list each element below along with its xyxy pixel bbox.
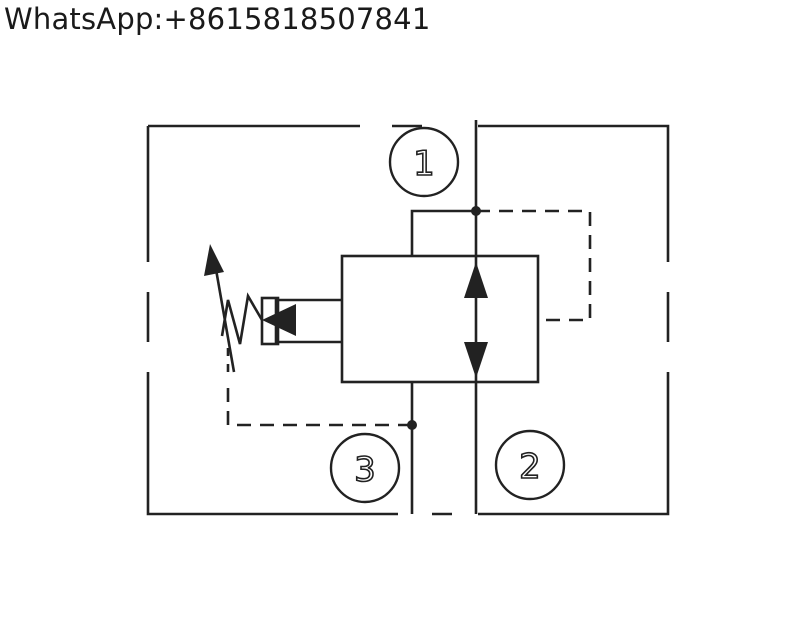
whatsapp-contact-text: WhatsApp:+8615818507841 <box>4 2 431 36</box>
junction-dot-bottom <box>407 420 417 430</box>
pilot-dashed-right <box>476 209 592 322</box>
flow-arrow-up <box>464 262 488 298</box>
adjust-arrow-line <box>212 257 236 373</box>
port-1-circle <box>388 126 460 198</box>
envelope-top-right <box>478 124 670 262</box>
envelope-left-lower <box>146 372 398 516</box>
drain-dashed-left <box>226 386 412 427</box>
envelope-right-lower <box>478 372 670 516</box>
port-1-label: 1 <box>413 144 435 184</box>
spool-pilot-triangle <box>262 304 296 336</box>
pilot-line-top <box>410 209 476 256</box>
spring-zigzag <box>220 292 264 345</box>
port-3-label: 3 <box>354 450 376 490</box>
port-2-label: 2 <box>519 447 541 487</box>
port-2-circle <box>494 429 566 501</box>
junction-dot-top <box>471 206 481 216</box>
valve-body <box>340 254 540 384</box>
flow-arrow-down <box>464 342 488 378</box>
port-3-circle <box>329 432 401 504</box>
adjust-arrow-head <box>204 244 224 276</box>
